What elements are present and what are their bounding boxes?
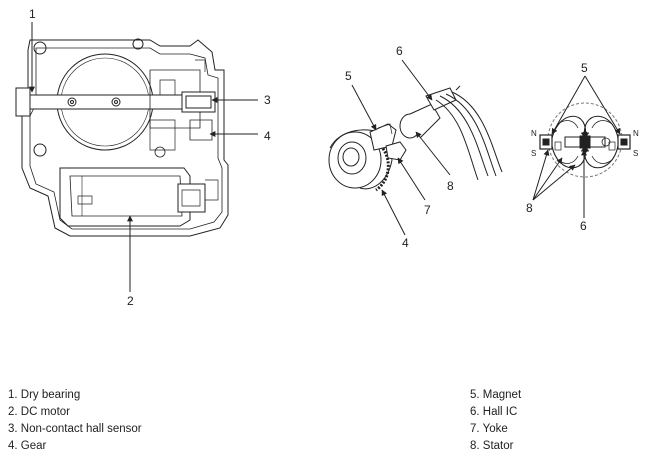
left-callout-lines [29,22,258,292]
callout-4-left: 4 [264,129,271,143]
legend-item: 2. DC motor [8,406,70,418]
right-callout-lines [532,75,621,218]
callout-5-middle: 5 [345,69,352,83]
pole-s-right: S [633,149,638,158]
throttle-body-drawing [15,38,229,237]
middle-callout-lines [351,59,451,236]
pole-n-right: N [633,129,639,138]
callout-1-left: 1 [29,7,36,21]
legend-item: 8. Stator [470,440,514,452]
magnetic-circuit-drawing [539,102,631,178]
callout-5-right: 5 [581,61,588,75]
callout-8-middle: 8 [447,179,454,193]
housing-outline [21,39,229,237]
legend-item: 4. Gear [8,440,47,452]
callout-4-middle: 4 [402,236,409,250]
pole-s-left: S [531,149,536,158]
legend-item: 5. Magnet [470,389,522,401]
legend-item: 6. Hall IC [470,406,518,418]
legend-right: 5. Magnet 6. Hall IC 7. Yoke 8. Stator [470,387,521,455]
pole-n-left: N [531,129,537,138]
callout-7-middle: 7 [424,203,431,217]
legend-left: 1. Dry bearing 2. DC motor 3. Non-contac… [8,387,142,455]
callout-6-middle: 6 [396,44,403,58]
legend-item: 3. Non-contact hall sensor [8,423,142,435]
throttle-shaft [21,94,183,110]
gear-body [328,131,382,189]
callout-6-right: 6 [580,219,587,233]
legend-item: 7. Yoke [470,423,508,435]
callout-3-left: 3 [264,93,271,107]
sensor-assembly-drawing [328,85,503,192]
legend-item: 1. Dry bearing [8,389,81,401]
dc-motor-housing [59,167,191,227]
callout-2-left: 2 [127,294,134,308]
callout-8-right: 8 [526,201,533,215]
